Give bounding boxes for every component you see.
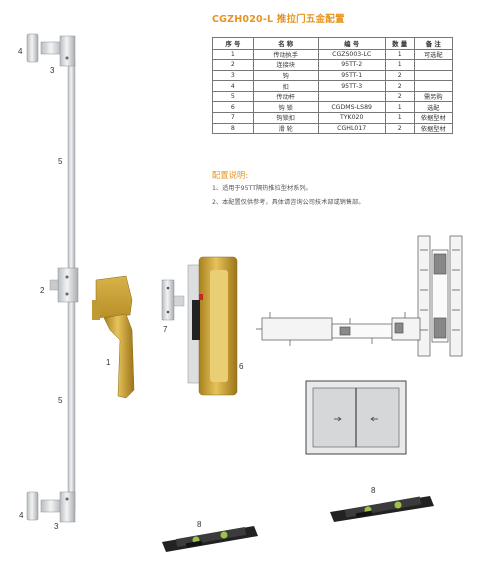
- config-title: 配置说明:: [212, 170, 248, 180]
- callout-6: 6: [239, 362, 244, 371]
- callout-5-lower: 5: [58, 396, 63, 405]
- callout-8-left: 8: [197, 520, 202, 529]
- callout-4-bottom: 4: [19, 511, 24, 520]
- callout-5-upper: 5: [58, 157, 63, 166]
- callout-8-right: 8: [371, 486, 376, 495]
- callout-4-top: 4: [18, 47, 23, 56]
- hook-lock: [187, 256, 238, 396]
- bottom-hook-keeper: [26, 491, 76, 523]
- roller-right: [330, 496, 434, 522]
- hook-lock-keeper: [161, 279, 185, 321]
- callout-3-bottom: 3: [54, 522, 59, 531]
- top-hook-keeper: [26, 33, 76, 67]
- callout-1: 1: [106, 358, 111, 367]
- connecting-block: [49, 267, 79, 303]
- config-note-1: 1、适用于95TT隔热推拉型材系列。: [212, 185, 312, 192]
- callout-2: 2: [40, 286, 45, 295]
- callout-3-top: 3: [50, 66, 55, 75]
- cell-code: CGHL017: [317, 122, 386, 135]
- callout-7: 7: [163, 325, 168, 334]
- sliding-window-drawing: [305, 380, 407, 455]
- roller-left: [162, 526, 258, 552]
- profile-section-drawing: [256, 235, 463, 357]
- transmission-handle: [92, 275, 135, 399]
- cell-remark: 依据型材: [413, 122, 454, 135]
- config-note-2: 2、本配置仅供参考，具体请咨询公司技术部或销售部。: [212, 199, 365, 206]
- page-title: CGZH020-L 推拉门五金配置: [212, 14, 345, 25]
